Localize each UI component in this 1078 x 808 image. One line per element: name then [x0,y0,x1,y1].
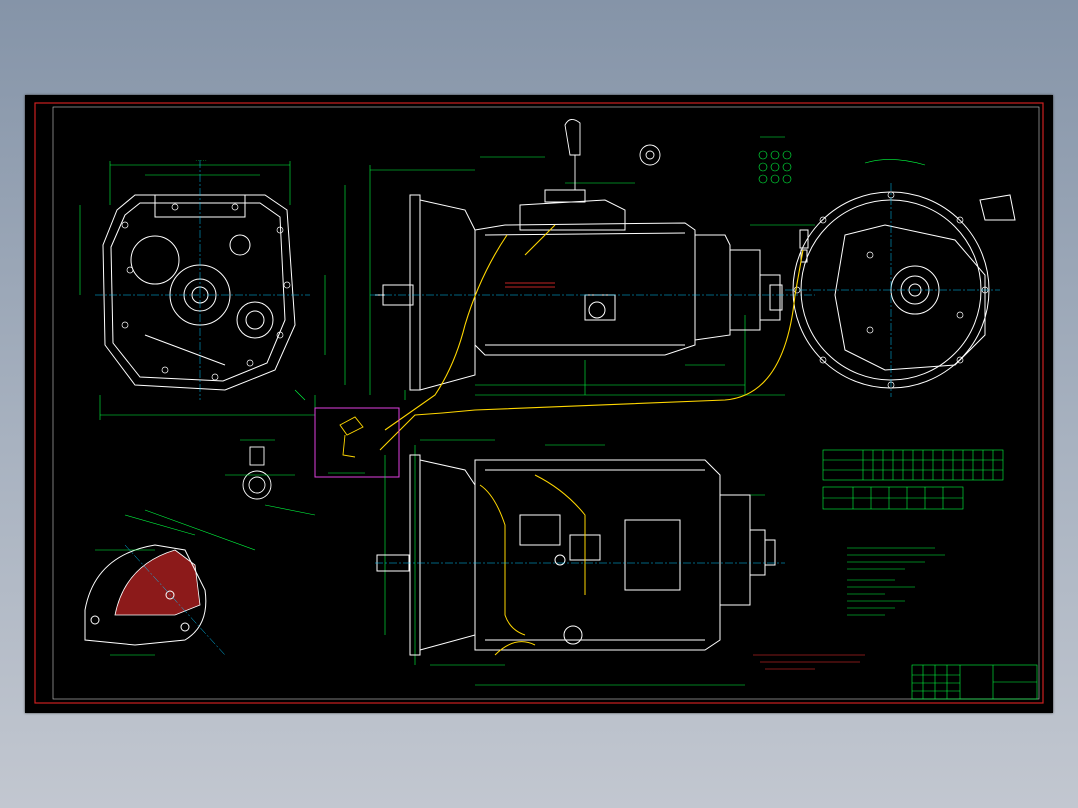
spec-notes [847,547,945,616]
red-notes [753,654,865,670]
flange-section [84,509,256,656]
side-elevation-view [344,119,815,400]
frame-outer [34,102,1044,704]
plan-view [375,439,785,686]
symbol-legend [758,136,792,184]
spline-section [225,439,316,516]
gear-table [822,449,1004,510]
dim-label: ····· [195,158,207,163]
detail-frame [314,407,400,478]
rear-end-view [785,159,1016,397]
front-end-view: ····· [79,158,326,420]
drawing-sheet[interactable]: ····· [25,95,1053,713]
drawing-canvas: ····· [34,102,1044,704]
title-block [911,664,1038,700]
hydraulic-line [379,224,804,451]
frame-inner [52,106,1040,700]
